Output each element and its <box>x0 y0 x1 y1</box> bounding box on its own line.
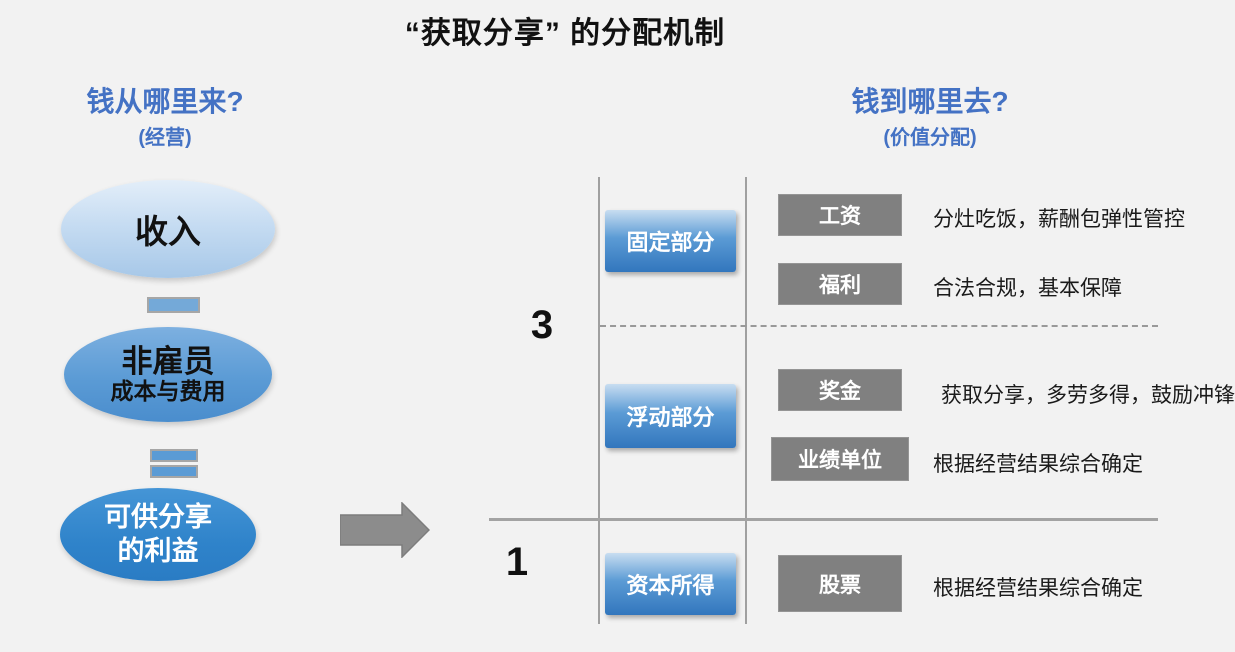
left-column-subheading: (经营) <box>138 127 192 149</box>
dashed-divider <box>600 325 1158 327</box>
vertical-divider-right <box>745 177 747 624</box>
node-income: 收入 <box>61 180 275 278</box>
node-share-label: 可供分享 <box>104 501 212 532</box>
right-column-heading: 钱到哪里去? <box>851 86 1009 117</box>
equals-icon <box>150 449 198 462</box>
category-floating-part: 浮动部分 <box>605 384 736 448</box>
right-arrow-icon <box>340 502 430 558</box>
group-number-top: 3 <box>530 303 554 347</box>
tag-stock: 股票 <box>778 555 902 612</box>
desc-performance-unit: 根据经营结果综合确定 <box>933 453 1143 476</box>
tag-welfare: 福利 <box>778 263 902 305</box>
node-non-employee-cost: 非雇员 成本与费用 <box>64 327 272 422</box>
minus-icon <box>147 297 200 313</box>
desc-welfare: 合法合规，基本保障 <box>933 277 1122 300</box>
vertical-divider-left <box>598 177 600 624</box>
group-number-bottom: 1 <box>505 540 529 584</box>
page-title: “获取分享” 的分配机制 <box>404 17 726 50</box>
node-cost-label: 非雇员 <box>121 343 215 379</box>
right-column-subheading: (价值分配) <box>883 127 977 149</box>
node-cost-sublabel: 成本与费用 <box>110 377 226 404</box>
node-income-label: 收入 <box>135 213 201 250</box>
tag-performance-unit: 业绩单位 <box>771 437 909 481</box>
desc-stock: 根据经营结果综合确定 <box>933 577 1143 600</box>
category-fixed-part: 固定部分 <box>605 210 736 272</box>
node-share-sublabel: 的利益 <box>117 535 199 566</box>
desc-bonus: 获取分享，多劳多得，鼓励冲锋 <box>941 384 1235 407</box>
solid-divider <box>489 518 1158 521</box>
tag-bonus: 奖金 <box>778 369 902 411</box>
node-shareable-benefit: 可供分享 的利益 <box>60 488 256 581</box>
left-column-heading: 钱从哪里来? <box>86 86 244 117</box>
desc-salary: 分灶吃饭，薪酬包弹性管控 <box>933 208 1185 231</box>
tag-salary: 工资 <box>778 194 902 236</box>
equals-icon <box>150 465 198 478</box>
category-capital-income: 资本所得 <box>605 553 736 615</box>
